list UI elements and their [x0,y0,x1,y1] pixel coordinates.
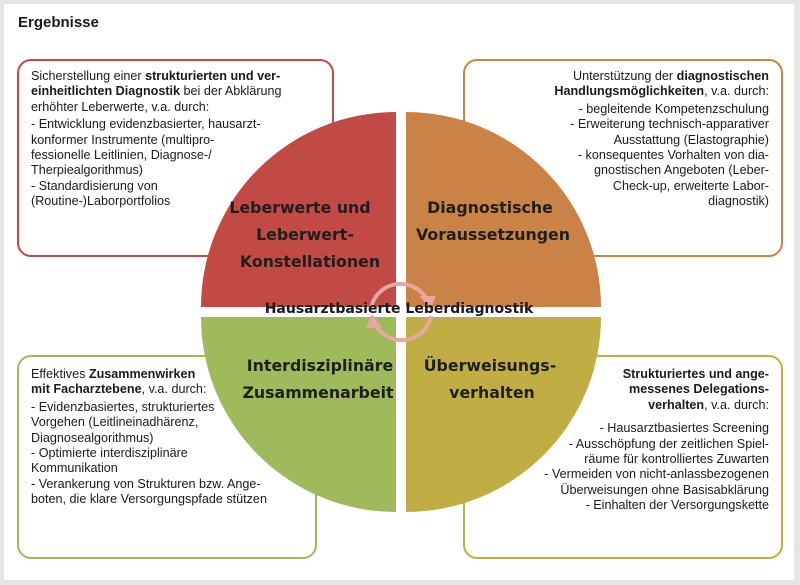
box-item-line: - Standardisierung von [31,178,158,193]
box-item-line: Therpiealgorithmus) [31,163,143,178]
box-item-line: Check-up, erweiterte Labor- [612,178,769,193]
box-item-list: - Entwicklung evidenzbasierter, hausarzt… [31,117,322,209]
intro-emphasis: Strukturiertes und ange- [622,367,769,381]
box-item-line: fessionelle Leitlinien, Diagnose-/ [31,148,212,163]
box-item-line: - Vermeiden von nicht-anlassbezogenen [544,467,769,482]
center-label: Hausarztbasierte Leberdiagnostik [265,301,534,317]
quadrant-label-line: Konstellationen [240,252,380,271]
quadrant-label-line: Zusammenarbeit [242,383,394,402]
intro-text: , v.a. durch: [141,382,207,397]
box-item-line: gnostischen Angeboten (Leber- [593,163,769,178]
box-diagnostics-standardization: Sicherstellung einer strukturierten und … [17,59,334,257]
intro-emphasis: messenes Delegations- [629,382,769,397]
box-intro: Unterstützung der diagnostischen Handlun… [475,69,769,100]
cycle-arrows-icon [366,281,436,343]
box-intro: Effektives Zusammenwirken mit Facharzteb… [31,367,305,398]
box-item-line: Kommunikation [31,461,118,476]
quadrant-label-line: Interdisziplinäre [247,356,393,375]
box-diagnostic-capabilities: Unterstützung der diagnostischen Handlun… [463,59,783,257]
intro-text: , v.a. durch: [704,397,769,412]
quadrant-label-line: Diagnostische [427,198,553,217]
intro-emphasis: Zusammenwirken [88,367,196,381]
intro-text: Sicherstellung einer [31,69,146,83]
box-item-line: Überweisungen ohne Basisabklärung [560,482,769,497]
box-item-line: - Erweiterung technisch-apparativer [570,117,769,132]
box-item-line: konformer Instrumente (multipro- [31,132,215,147]
intro-emphasis: einheitlichten Diagnostik [31,84,181,99]
box-item-line: boten, die klare Versorgungspfade stütze… [31,492,267,507]
intro-emphasis: mit Facharztebene [31,382,142,397]
quadrant-label-line: verhalten [449,383,535,402]
quadrant-olive [406,317,601,512]
intro-text: bei der Abklärung [180,84,282,99]
box-item-line: - begleitende Kompetenzschulung [578,101,769,116]
box-item-line: räume für kontrolliertes Zuwarten [584,452,769,467]
quadrant-green [201,317,396,512]
intro-text: , v.a. durch: [704,84,769,99]
box-item-line: - Optimierte interdisziplinäre [31,446,188,461]
box-item-line: (Routine-)Laborportfolios [31,194,171,209]
intro-emphasis: diagnostischen [676,69,769,83]
box-intro: Strukturiertes und ange- messenes Delega… [475,367,769,413]
box-item-line: Ausstattung (Elastographie) [613,132,769,147]
box-intro: Sicherstellung einer strukturierten und … [31,69,322,115]
box-item-line: diagnostik) [708,194,769,209]
intro-text: Unterstützung der [573,69,677,83]
box-item-line: - Evidenzbasiertes, strukturiertes [31,399,215,414]
quadrant-label-line: Voraussetzungen [416,225,570,244]
box-item-line: - Ausschöpfung der zeitlichen Spiel- [568,436,769,451]
box-item-line: - Entwicklung evidenzbasierter, hausarzt… [31,117,261,132]
box-item-line: - Hausarztbasiertes Screening [599,421,769,436]
box-item-line: - Einhalten der Versorgungskette [585,498,769,513]
box-item-line: - Verankerung von Strukturen bzw. Ange- [31,476,261,491]
quadrant-red [201,112,396,307]
quadrant-label-line: Leberwert- [256,225,354,244]
intro-emphasis: strukturierten und ver- [145,69,281,83]
page-heading: Ergebnisse [18,14,99,31]
box-item-line: Diagnosealgorithmus) [31,430,154,445]
intro-emphasis: Handlungsmöglichkeiten [554,84,705,99]
box-item-line: Vorgehen (Leitlineinadhärenz, [31,415,199,430]
quadrant-label-line: Überweisungs- [424,356,557,375]
box-item-list: - Hausarztbasiertes Screening- Ausschöpf… [475,421,769,513]
intro-emphasis: verhalten [648,397,705,412]
quadrant-orange [406,112,601,307]
intro-text: erhöhter Leberwerte, v.a. durch: [31,99,210,114]
box-item-list: - begleitende Kompetenzschulung- Erweite… [475,102,769,210]
box-item-line: - konsequentes Vorhalten von dia- [577,148,769,163]
quadrant-label-line: Leberwerte und [229,198,370,217]
intro-text: Effektives [31,367,89,381]
